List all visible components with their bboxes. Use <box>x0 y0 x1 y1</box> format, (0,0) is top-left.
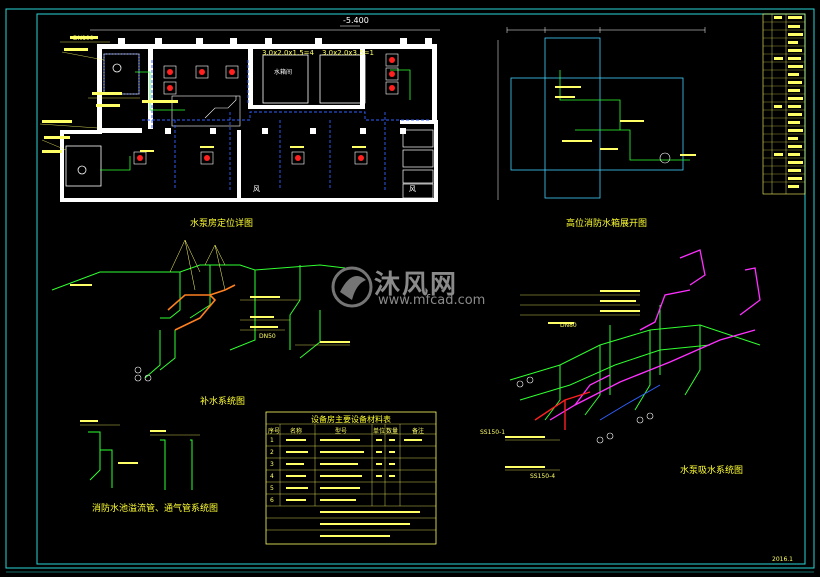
table-header-unit: 单位 <box>373 428 386 435</box>
pipe-tag-ss150-1: SS150-1 <box>480 429 506 436</box>
refill-system-diagram <box>51 239 350 382</box>
room-mark-b: 风 <box>409 185 416 193</box>
tank-room-label: 水箱间 <box>274 69 293 76</box>
table-header-model: 型号 <box>335 428 348 435</box>
equipment-table <box>265 411 437 545</box>
table-row-2: 2 <box>270 449 274 456</box>
pipe-tag-dn80: DN80 <box>560 322 577 329</box>
table-header-no: 序号 <box>268 428 281 435</box>
watermark-url: www.mfcad.com <box>378 293 486 308</box>
equipment-table-title: 设备房主要设备材料表 <box>311 415 391 424</box>
corner-note: 2016.1 <box>772 556 793 563</box>
room-mark-a: 风 <box>253 185 260 193</box>
pipe-tag-dn100: DN100 <box>73 35 94 42</box>
title-fire-tank-plan: 高位消防水箱展开图 <box>566 219 648 229</box>
watermark-text: 沐风网 <box>374 270 459 300</box>
inner-frame <box>36 13 806 565</box>
table-row-1: 1 <box>270 437 274 444</box>
tank-a-label: 3.0x2.0x1.5=4 <box>262 49 315 57</box>
table-row-6: 6 <box>270 497 274 504</box>
pipe-tag-ss150-4: SS150-4 <box>530 473 556 480</box>
table-row-4: 4 <box>270 473 274 480</box>
pump-room-plan <box>39 25 440 202</box>
pump-symbols <box>133 53 399 165</box>
tank-b-label: 3.0x2.0x3.5=1 <box>322 49 375 57</box>
title-overflow-vent: 消防水池溢流管、通气管系统图 <box>92 504 219 514</box>
title-pump-suction: 水泵吸水系统图 <box>680 466 744 476</box>
table-header-note: 备注 <box>412 428 425 435</box>
table-header-name: 名称 <box>290 428 303 435</box>
table-row-3: 3 <box>270 461 274 468</box>
fire-tank-elevation <box>497 27 706 200</box>
watermark-logo-icon <box>331 266 373 308</box>
watermark: 沐风网 www.mfcad.com <box>330 262 505 312</box>
table-header-qty: 数量 <box>386 428 399 435</box>
pipe-tag-dn50: DN50 <box>259 333 276 340</box>
title-block <box>762 13 806 195</box>
title-refill-system: 补水系统图 <box>200 397 246 407</box>
pump-suction-diagram <box>505 249 761 471</box>
elevation-label: -5.400 <box>343 16 369 25</box>
overflow-vent-diagram <box>80 420 200 490</box>
table-row-5: 5 <box>270 485 274 492</box>
title-pump-room-plan: 水泵房定位详图 <box>190 219 254 229</box>
outer-frame <box>5 8 815 569</box>
